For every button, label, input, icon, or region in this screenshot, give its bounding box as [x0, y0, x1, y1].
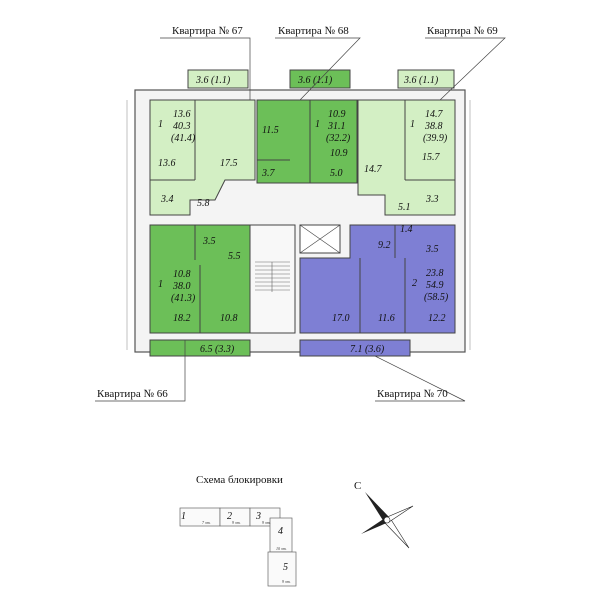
apt-70-room-1: 9.2: [378, 240, 391, 251]
apt-66-total-balcony: (41.3): [171, 293, 196, 304]
apt-66-room-3: 3.5: [202, 236, 216, 247]
apt-67-room-1: 13.6: [158, 158, 176, 169]
label-apartment-70: Квартира № 70: [377, 388, 448, 400]
balcony-69: [397, 69, 455, 89]
label-apartment-68: Квартира № 68: [278, 25, 349, 37]
apt-69-rooms: 1: [410, 119, 415, 130]
apartment-69[interactable]: 3.6 (1.1) 1 14.7 38.8 (39.9) 14.7 15.7 5…: [357, 69, 456, 216]
apartment-70-fill: [299, 224, 456, 334]
apt-67-room-3: 3.4: [160, 194, 174, 205]
apt-66-rooms: 1: [158, 279, 163, 290]
scheme-dim-2: 9 эт.: [232, 520, 241, 525]
apt-66-room-1: 18.2: [173, 313, 191, 324]
apartment-66[interactable]: 6.5 (3.3) 3.5 5.5 1 10.8 38.0 (41.3) 18.…: [149, 224, 251, 357]
scheme-dim-3: 9 эт.: [262, 520, 271, 525]
compass-icon: [361, 492, 414, 549]
apt-70-room-2: 1.4: [400, 224, 413, 235]
apt-70-room-3: 3.5: [425, 244, 439, 255]
scheme-dim-5: 9 эт.: [282, 579, 291, 584]
apt-69-room-2: 15.7: [422, 152, 441, 163]
apt-68-rooms: 1: [315, 119, 320, 130]
apt-69-room-3: 5.1: [398, 202, 411, 213]
balcony-66: [149, 339, 251, 357]
apt-68-room-2: 10.9: [330, 148, 348, 159]
stairwell: [249, 224, 341, 334]
apt-68-room-4: 5.0: [330, 168, 343, 179]
apartment-68-fill: [256, 99, 358, 184]
scheme-dim-4: 10 эт.: [276, 546, 287, 551]
apt-69-room-1: 14.7: [364, 164, 383, 175]
apt-68-total: 31.1: [327, 121, 346, 132]
scheme-diagram: [179, 507, 297, 587]
scheme-section-2: 2: [227, 511, 232, 522]
apt-66-living: 10.8: [173, 269, 191, 280]
apt-66-room-4: 5.5: [228, 251, 241, 262]
apt-66-total: 38.0: [172, 281, 191, 292]
scheme-section-3: 3: [255, 511, 261, 522]
label-apartment-67: Квартира № 67: [172, 25, 243, 37]
balcony-69-label: 3.6 (1.1): [403, 75, 439, 86]
balcony-70: [299, 339, 411, 357]
apt-70-room-5: 11.6: [378, 313, 395, 324]
apt-69-total-balcony: (39.9): [423, 133, 448, 144]
apt-67-living: 13.6: [173, 109, 191, 120]
apartment-68[interactable]: 3.6 (1.1) 11.5 1 10.9 31.1 (32.2) 10.9 3…: [256, 69, 358, 184]
scheme-section-1: 1: [181, 511, 186, 522]
scheme-section-5: 5: [283, 562, 288, 573]
apt-67-total: 40.3: [173, 121, 191, 132]
apt-70-total-balcony: (58.5): [424, 292, 449, 303]
apt-68-room-3: 3.7: [261, 168, 276, 179]
apt-67-rooms: 1: [158, 119, 163, 130]
apt-68-living: 10.9: [328, 109, 346, 120]
apt-70-living: 23.8: [426, 268, 444, 279]
apartment-70[interactable]: 7.1 (3.6) 9.2 1.4 3.5 2 23.8 54.9 (58.5)…: [299, 224, 456, 357]
label-apartment-66: Квартира № 66: [97, 388, 168, 400]
scheme-section-4: 4: [278, 526, 283, 537]
balcony-67-label: 3.6 (1.1): [195, 75, 231, 86]
balcony-67: [187, 69, 249, 89]
scheme-title: Схема блокировки: [196, 474, 283, 486]
apt-70-room-4: 17.0: [332, 313, 350, 324]
apt-69-total: 38.8: [424, 121, 443, 132]
apt-70-total: 54.9: [426, 280, 444, 291]
apt-69-room-4: 3.3: [425, 194, 439, 205]
compass-north-label: С: [354, 480, 361, 492]
apt-67-total-balcony: (41.4): [171, 133, 196, 144]
apartment-67-fill: [149, 99, 256, 216]
apt-67-room-4: 5.8: [197, 198, 210, 209]
balcony-66-label: 6.5 (3.3): [200, 344, 235, 355]
label-apartment-69: Квартира № 69: [427, 25, 498, 37]
apt-69-living: 14.7: [425, 109, 444, 120]
apt-68-room-1: 11.5: [262, 125, 279, 136]
balcony-70-label: 7.1 (3.6): [350, 344, 385, 355]
apartment-69-fill: [357, 99, 456, 216]
apt-67-room-2: 17.5: [220, 158, 238, 169]
apartment-67[interactable]: 3.6 (1.1) 1 13.6 40.3 (41.4) 13.6 17.5 3…: [149, 69, 256, 216]
apt-68-total-balcony: (32.2): [326, 133, 351, 144]
apt-70-rooms: 2: [412, 278, 417, 289]
balcony-68-label: 3.6 (1.1): [297, 75, 333, 86]
apt-70-room-6: 12.2: [428, 313, 446, 324]
apt-66-room-2: 10.8: [220, 313, 238, 324]
callouts: [95, 37, 506, 402]
scheme-dim-1: 7 эт.: [202, 520, 211, 525]
